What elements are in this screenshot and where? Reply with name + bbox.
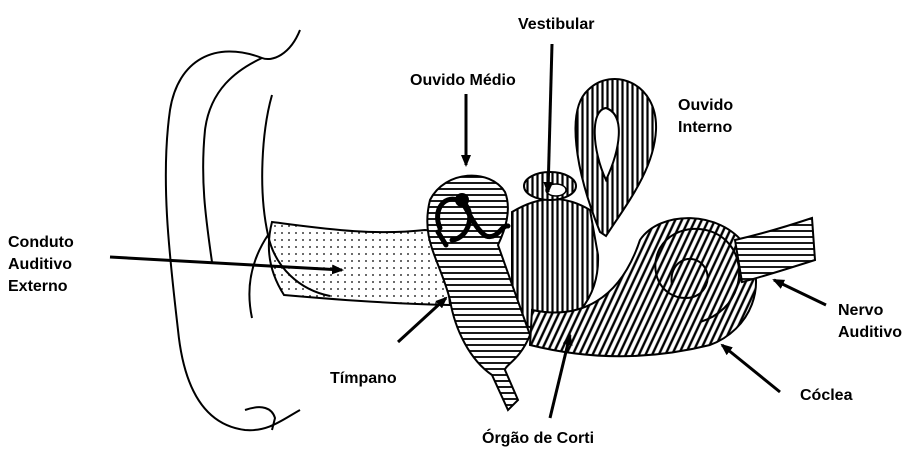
auditory-nerve xyxy=(735,218,815,282)
arrow-coclea xyxy=(722,345,780,392)
label-conduto-auditivo-externo: Conduto Auditivo Externo xyxy=(8,232,74,298)
ear-canal xyxy=(269,222,450,305)
label-vestibular: Vestibular xyxy=(518,14,594,36)
arrow-nervo xyxy=(774,280,826,305)
label-ouvido-medio: Ouvido Médio xyxy=(410,70,516,92)
arrow-vestibular xyxy=(548,44,552,192)
label-coclea: Cóclea xyxy=(800,385,852,407)
label-ouvido-interno: Ouvido Interno xyxy=(678,95,733,139)
label-orgao-de-corti: Órgão de Corti xyxy=(482,428,594,450)
label-nervo-auditivo: Nervo Auditivo xyxy=(838,300,902,344)
label-timpano: Tímpano xyxy=(330,368,397,390)
